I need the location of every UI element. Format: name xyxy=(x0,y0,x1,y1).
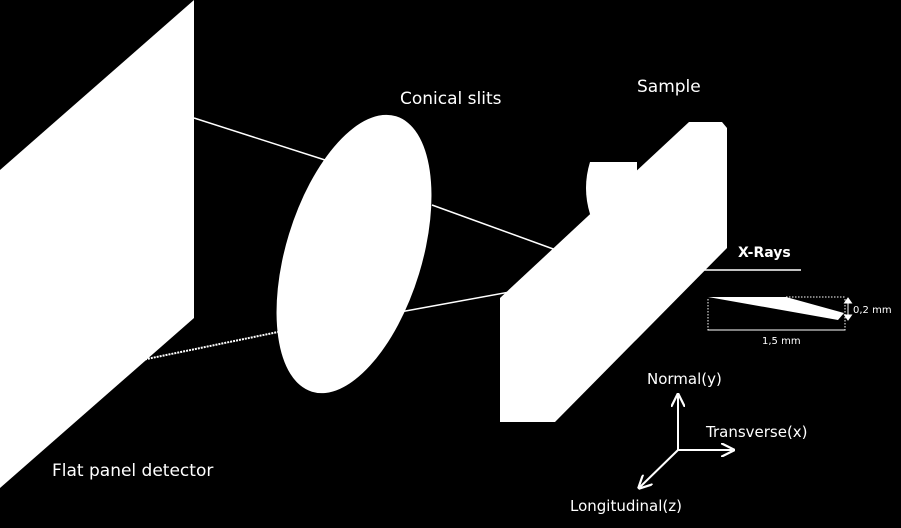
conical-slits-disc xyxy=(276,114,432,394)
beam-upper-sample xyxy=(431,204,557,251)
transverse-axis-label: Transverse(x) xyxy=(705,423,808,441)
length-label: 1,5 mm xyxy=(762,336,801,347)
coordinate-axes xyxy=(640,396,732,487)
sample-block xyxy=(500,122,727,422)
longitudinal-axis-arrow xyxy=(640,449,679,487)
normal-axis-label: Normal(y) xyxy=(647,370,722,388)
diffraction-beams xyxy=(141,117,557,361)
beam-profile-wedge xyxy=(708,297,844,320)
slits-label: Conical slits xyxy=(400,89,502,109)
beam-lower-sample xyxy=(399,290,516,313)
detector-label: Flat panel detector xyxy=(52,461,213,481)
sample-label: Sample xyxy=(637,77,701,97)
flat-panel-detector xyxy=(0,0,194,488)
xrays-label: X-Rays xyxy=(738,245,791,261)
thickness-label: 0,2 mm xyxy=(853,305,892,316)
beam-profile-detail xyxy=(707,296,853,331)
longitudinal-axis-label: Longitudinal(z) xyxy=(570,497,682,515)
sample-body xyxy=(500,122,727,422)
thickness-arrow-icon xyxy=(843,297,853,321)
beam-lower-detector xyxy=(141,331,279,361)
beam-upper-detector xyxy=(193,117,326,161)
